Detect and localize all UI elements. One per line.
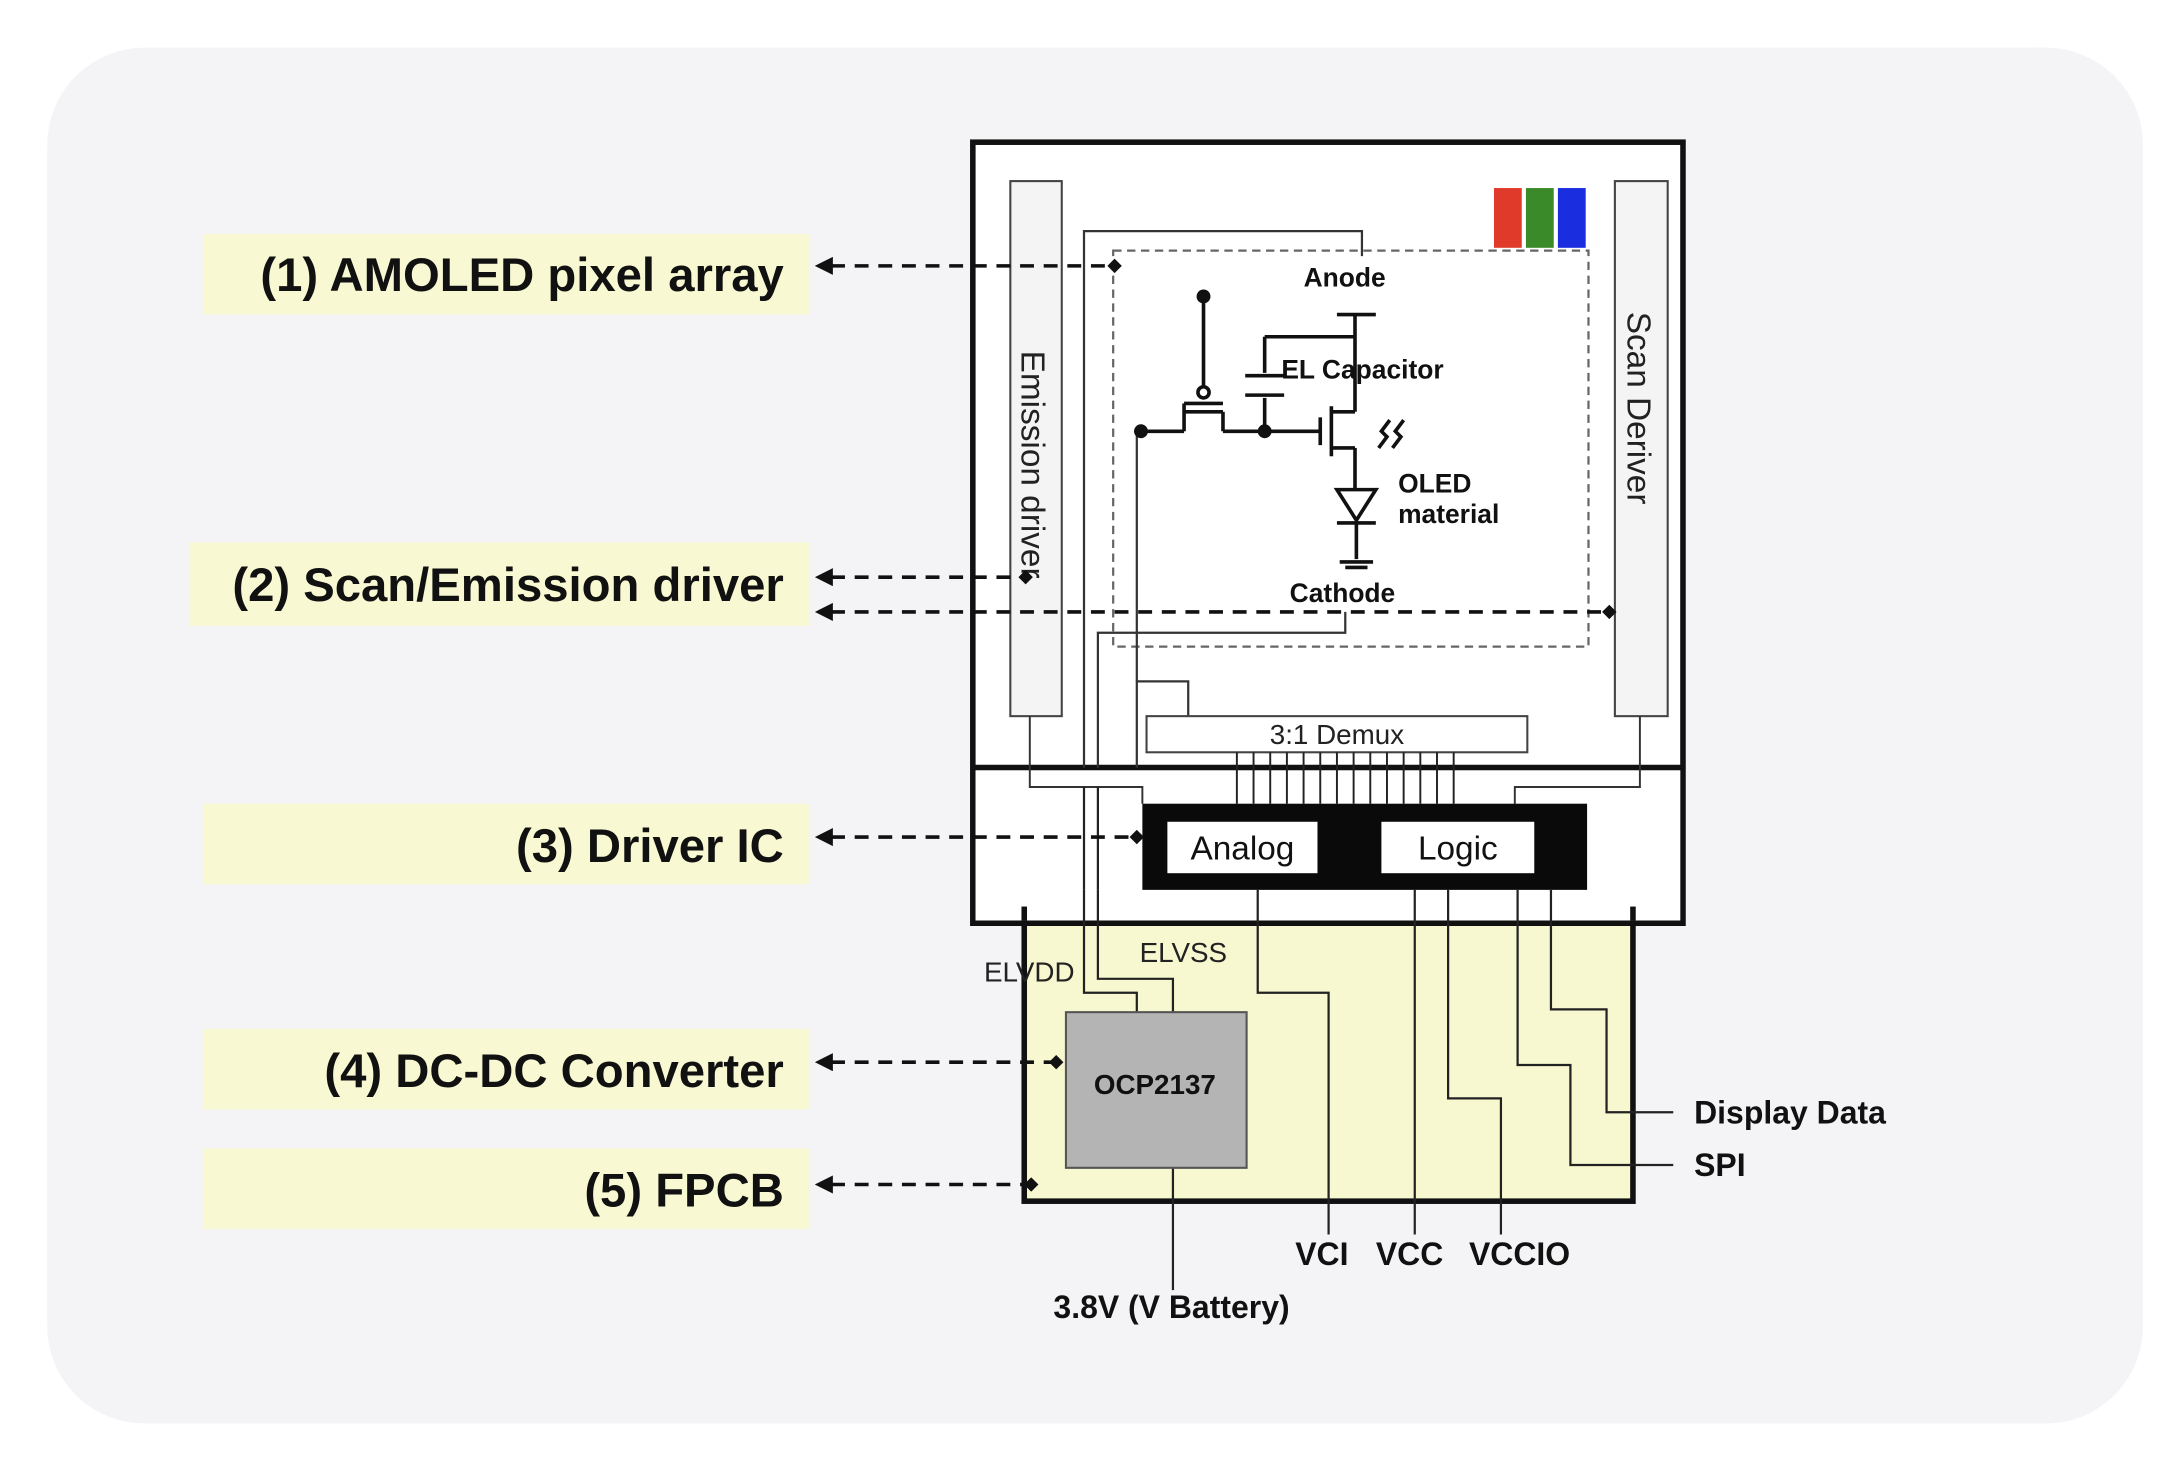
vccio-label: VCCIO (1469, 1236, 1570, 1272)
demux-label: 3:1 Demux (1270, 719, 1404, 750)
data-line-node (1196, 289, 1211, 304)
cathode-label: Cathode (1290, 578, 1396, 608)
fpcb-wiring (1082, 787, 1674, 1291)
emission-driver-label: Emission driver (1013, 351, 1050, 579)
demux-lines (1235, 752, 1455, 804)
pixel-cell-outline (1112, 249, 1590, 648)
pixel-circuit (1082, 230, 1364, 768)
subpixel-green (1525, 188, 1554, 248)
pixel-circuit-strong (1142, 296, 1406, 570)
oled-label: OLED (1398, 468, 1471, 498)
dashed-arrows (814, 256, 1617, 1194)
label-scan-emission-driver: (2) Scan/Emission driver (232, 559, 783, 612)
display-data-label: Display Data (1694, 1094, 1886, 1130)
label-fpcb: (5) FPCB (584, 1165, 784, 1218)
label-amoled-pixel-array: (1) AMOLED pixel array (260, 249, 784, 302)
driver-to-ic-lines (1028, 716, 1641, 804)
elvss-label: ELVSS (1140, 937, 1228, 968)
spi-label: SPI (1694, 1147, 1746, 1183)
label-dcdc-converter: (4) DC-DC Converter (324, 1045, 783, 1098)
vcc-label: VCC (1376, 1236, 1443, 1272)
subpixel-blue (1557, 188, 1586, 248)
gate-node (1257, 424, 1272, 439)
anode-label: Anode (1304, 263, 1386, 293)
ocp2137-label: OCP2137 (1094, 1069, 1216, 1100)
demux-block (1145, 715, 1529, 754)
analog-block (1167, 821, 1318, 874)
label-band-dcdc (202, 1028, 809, 1110)
label-band-amoled (202, 233, 809, 315)
logic-block (1381, 821, 1535, 874)
scan-driver-bar (1613, 180, 1669, 718)
oled-material-label: material (1398, 499, 1499, 529)
label-band-fpcb (202, 1148, 809, 1229)
el-capacitor-label: EL Capacitor (1281, 354, 1443, 384)
ocp2137-chip (1064, 1011, 1248, 1169)
battery-label: 3.8V (V Battery) (1053, 1289, 1289, 1325)
label-band-scan-emission (189, 542, 809, 626)
analog-label: Analog (1191, 830, 1295, 867)
elvdd-label: ELVDD (984, 957, 1075, 988)
label-driver-ic: (3) Driver IC (516, 820, 784, 873)
subpixel-red (1493, 188, 1522, 248)
label-band-driver-ic (202, 803, 809, 885)
logic-label: Logic (1418, 830, 1498, 867)
scan-line-node (1134, 424, 1148, 439)
scan-driver-label: Scan Deriver (1619, 312, 1656, 505)
vci-label: VCI (1295, 1236, 1348, 1272)
